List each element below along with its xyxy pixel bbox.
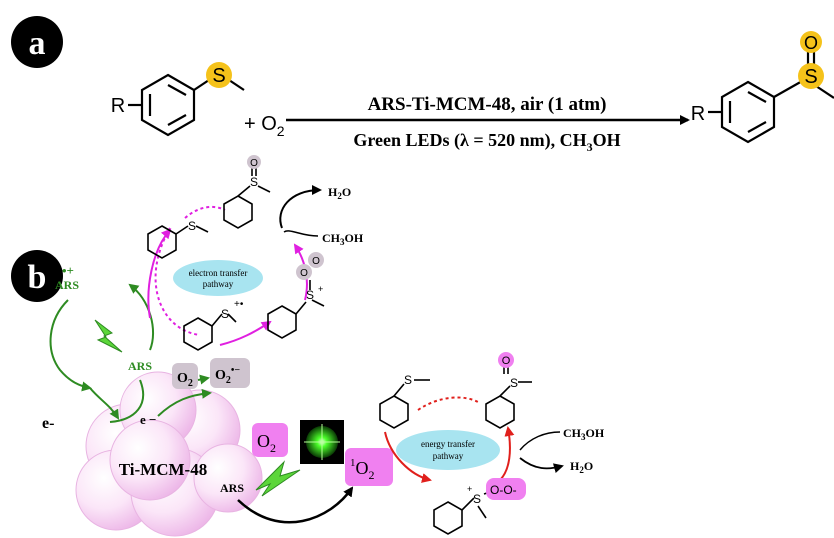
ars-radical-cation: ARS xyxy=(55,278,79,292)
electron-injection-arrow xyxy=(89,387,120,420)
energy-transfer-line1: energy transfer xyxy=(421,439,475,449)
panel-a-label-circle xyxy=(11,16,63,68)
sulfur-highlight xyxy=(206,62,232,88)
r-group-right: R xyxy=(691,103,705,125)
singlet-oxygen-bubble xyxy=(345,448,393,486)
o2-reduction-arrow xyxy=(197,374,210,385)
sulfur-persulfoxide-plus: + xyxy=(467,484,472,494)
sulfur-radical-cation xyxy=(183,313,237,351)
sulfur-peroxy: S xyxy=(306,288,314,302)
oxygen-sulfoxide-top: O xyxy=(250,158,258,169)
singlet-oxygen: 1O2 xyxy=(350,457,375,482)
sulfur-top-left: S xyxy=(188,219,196,233)
radical-cation-mark: •+ xyxy=(62,263,74,278)
persulfoxide-bubble xyxy=(486,478,526,500)
oxygen-highlight xyxy=(800,31,822,53)
magenta-dashed-arc xyxy=(154,227,201,336)
sulfur-radical-mark: +• xyxy=(234,299,244,310)
methanol-bottom: CH3OH xyxy=(563,426,605,442)
sulfur-radical: S xyxy=(221,307,229,321)
sulfur-sulfoxide-top: S xyxy=(250,175,258,189)
sulfur-sulfoxide-bottom: S xyxy=(510,376,518,390)
superoxide: O2•− xyxy=(215,365,240,386)
sulfur-peroxy-plus: + xyxy=(318,284,323,294)
water-release-arrow xyxy=(279,185,322,229)
electron-small: e − xyxy=(140,412,156,427)
sulfur-atom-product: S xyxy=(804,66,817,88)
peroxy-o2-highlight xyxy=(308,252,324,268)
red-dashed-arc xyxy=(417,396,479,411)
energy-transfer-arrow xyxy=(237,486,354,524)
sulfoxide-product xyxy=(708,52,834,144)
water-top: H2O xyxy=(328,185,351,201)
panel-b: b Ti-MCM-48 ARS •+ ARS e- e − O2 xyxy=(11,155,605,537)
superoxide-bubble xyxy=(210,358,250,388)
benzene-ring-icon xyxy=(183,317,213,351)
benzene-ring-icon xyxy=(379,395,409,429)
persulfoxide-intermediate xyxy=(433,491,491,535)
peroxy-oxygen-1: O xyxy=(300,268,308,279)
o2-pink-bubble xyxy=(252,423,288,457)
magenta-dashed-top xyxy=(184,205,226,219)
green-cycle-arrow-lower xyxy=(109,379,145,423)
reaction-conditions-top: ARS-Ti-MCM-48, air (1 atm) xyxy=(368,94,607,115)
benzene-ring-icon xyxy=(223,195,253,229)
electron-transfer-ellipse xyxy=(173,260,263,296)
magenta-left-arrow xyxy=(147,228,172,319)
peroxy-o1-highlight xyxy=(296,264,312,280)
peroxysulfonium-intermediate xyxy=(267,280,325,339)
sulfur-bottom-left: S xyxy=(404,373,412,387)
electron-to-o2-arrow xyxy=(157,388,212,417)
oxygen-pink-highlight xyxy=(498,352,514,368)
plus-o2: + O2 xyxy=(244,113,285,139)
benzene-ring-icon xyxy=(485,395,515,429)
energy-transfer-line2: pathway xyxy=(433,451,464,461)
sulfoxide-top xyxy=(223,168,271,229)
ti-mcm-48-label: Ti-MCM-48 xyxy=(119,460,207,479)
sulfur-persulfoxide: S xyxy=(473,492,481,506)
r-group-left: R xyxy=(111,95,125,117)
electron-left: e- xyxy=(42,415,54,432)
reaction-conditions-bottom: Green LEDs (λ = 520 nm), CH3OH xyxy=(353,130,620,154)
o2-molecule: O2 xyxy=(177,371,193,389)
panel-b-label-circle xyxy=(11,250,63,302)
lightning-icon xyxy=(255,460,301,497)
oxygen-atom-product: O xyxy=(804,33,818,53)
peroxy-oxygen-2: O xyxy=(312,256,320,267)
ars-excited: ARS xyxy=(128,359,152,373)
benzene-ring-icon xyxy=(267,305,297,339)
green-cycle-arrow-down xyxy=(49,299,92,392)
persulfoxide-oo: O-O- xyxy=(490,483,517,497)
thioanisole-reactant xyxy=(128,73,245,137)
thioanisole-bottom xyxy=(379,379,430,429)
red-up-arrow xyxy=(499,426,515,481)
ars-bottom: ARS xyxy=(220,481,244,495)
water-bottom: H2O xyxy=(570,459,593,475)
lightning-icon xyxy=(94,319,123,353)
magenta-bottom-arrow xyxy=(219,320,272,346)
methanol-input-line xyxy=(283,230,319,237)
energy-transfer-ellipse xyxy=(396,430,500,470)
sulfoxide-bottom xyxy=(485,366,532,429)
sulfur-highlight-product xyxy=(798,63,824,89)
red-down-arrow xyxy=(384,431,432,483)
oxygen-sulfoxide-bottom: O xyxy=(502,355,511,367)
o2-gray-bubble xyxy=(172,363,198,389)
water-bottom-arrow xyxy=(519,457,564,474)
benzene-ring-icon xyxy=(433,501,463,535)
o2-triplet: O2 xyxy=(257,431,276,455)
panel-a: a S R + O2 ARS-Ti-MCM-48, air (1 atm) Gr… xyxy=(11,16,834,154)
methanol-bottom-line xyxy=(519,431,561,451)
sulfur-atom-left: S xyxy=(212,65,225,87)
panel-a-label: a xyxy=(29,25,46,62)
electron-transfer-line1: electron transfer xyxy=(189,268,248,278)
oxygen-gray-highlight xyxy=(247,155,261,169)
electron-transfer-line2: pathway xyxy=(203,279,234,289)
panel-b-label: b xyxy=(28,259,47,296)
methanol-top: CH3OH xyxy=(322,231,364,247)
thioanisole-top-left xyxy=(147,225,209,259)
ti-mcm-48-particle xyxy=(75,371,263,537)
